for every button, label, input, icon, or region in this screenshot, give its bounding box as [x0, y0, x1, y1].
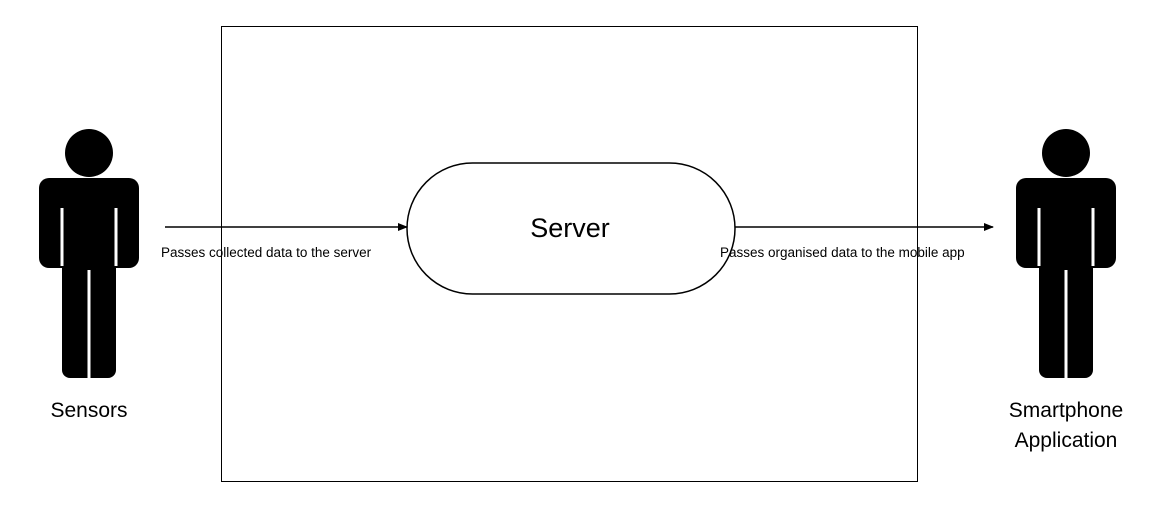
server-label: Server [530, 213, 610, 243]
app-flow-label: Passes organised data to the mobile app [720, 245, 965, 260]
smartphone-app-actor-label: Smartphone Application [980, 396, 1152, 456]
sensors-actor-icon [39, 129, 139, 378]
app-label-line2: Application [1014, 429, 1118, 452]
sensors-label-text: Sensors [50, 399, 128, 422]
sensors-actor-label: Sensors [30, 396, 148, 426]
smartphone-app-actor-icon [1016, 129, 1116, 378]
system-boundary [221, 26, 918, 482]
app-label-line1: Smartphone [1008, 399, 1124, 422]
sensors-flow-label: Passes collected data to the server [161, 245, 372, 260]
